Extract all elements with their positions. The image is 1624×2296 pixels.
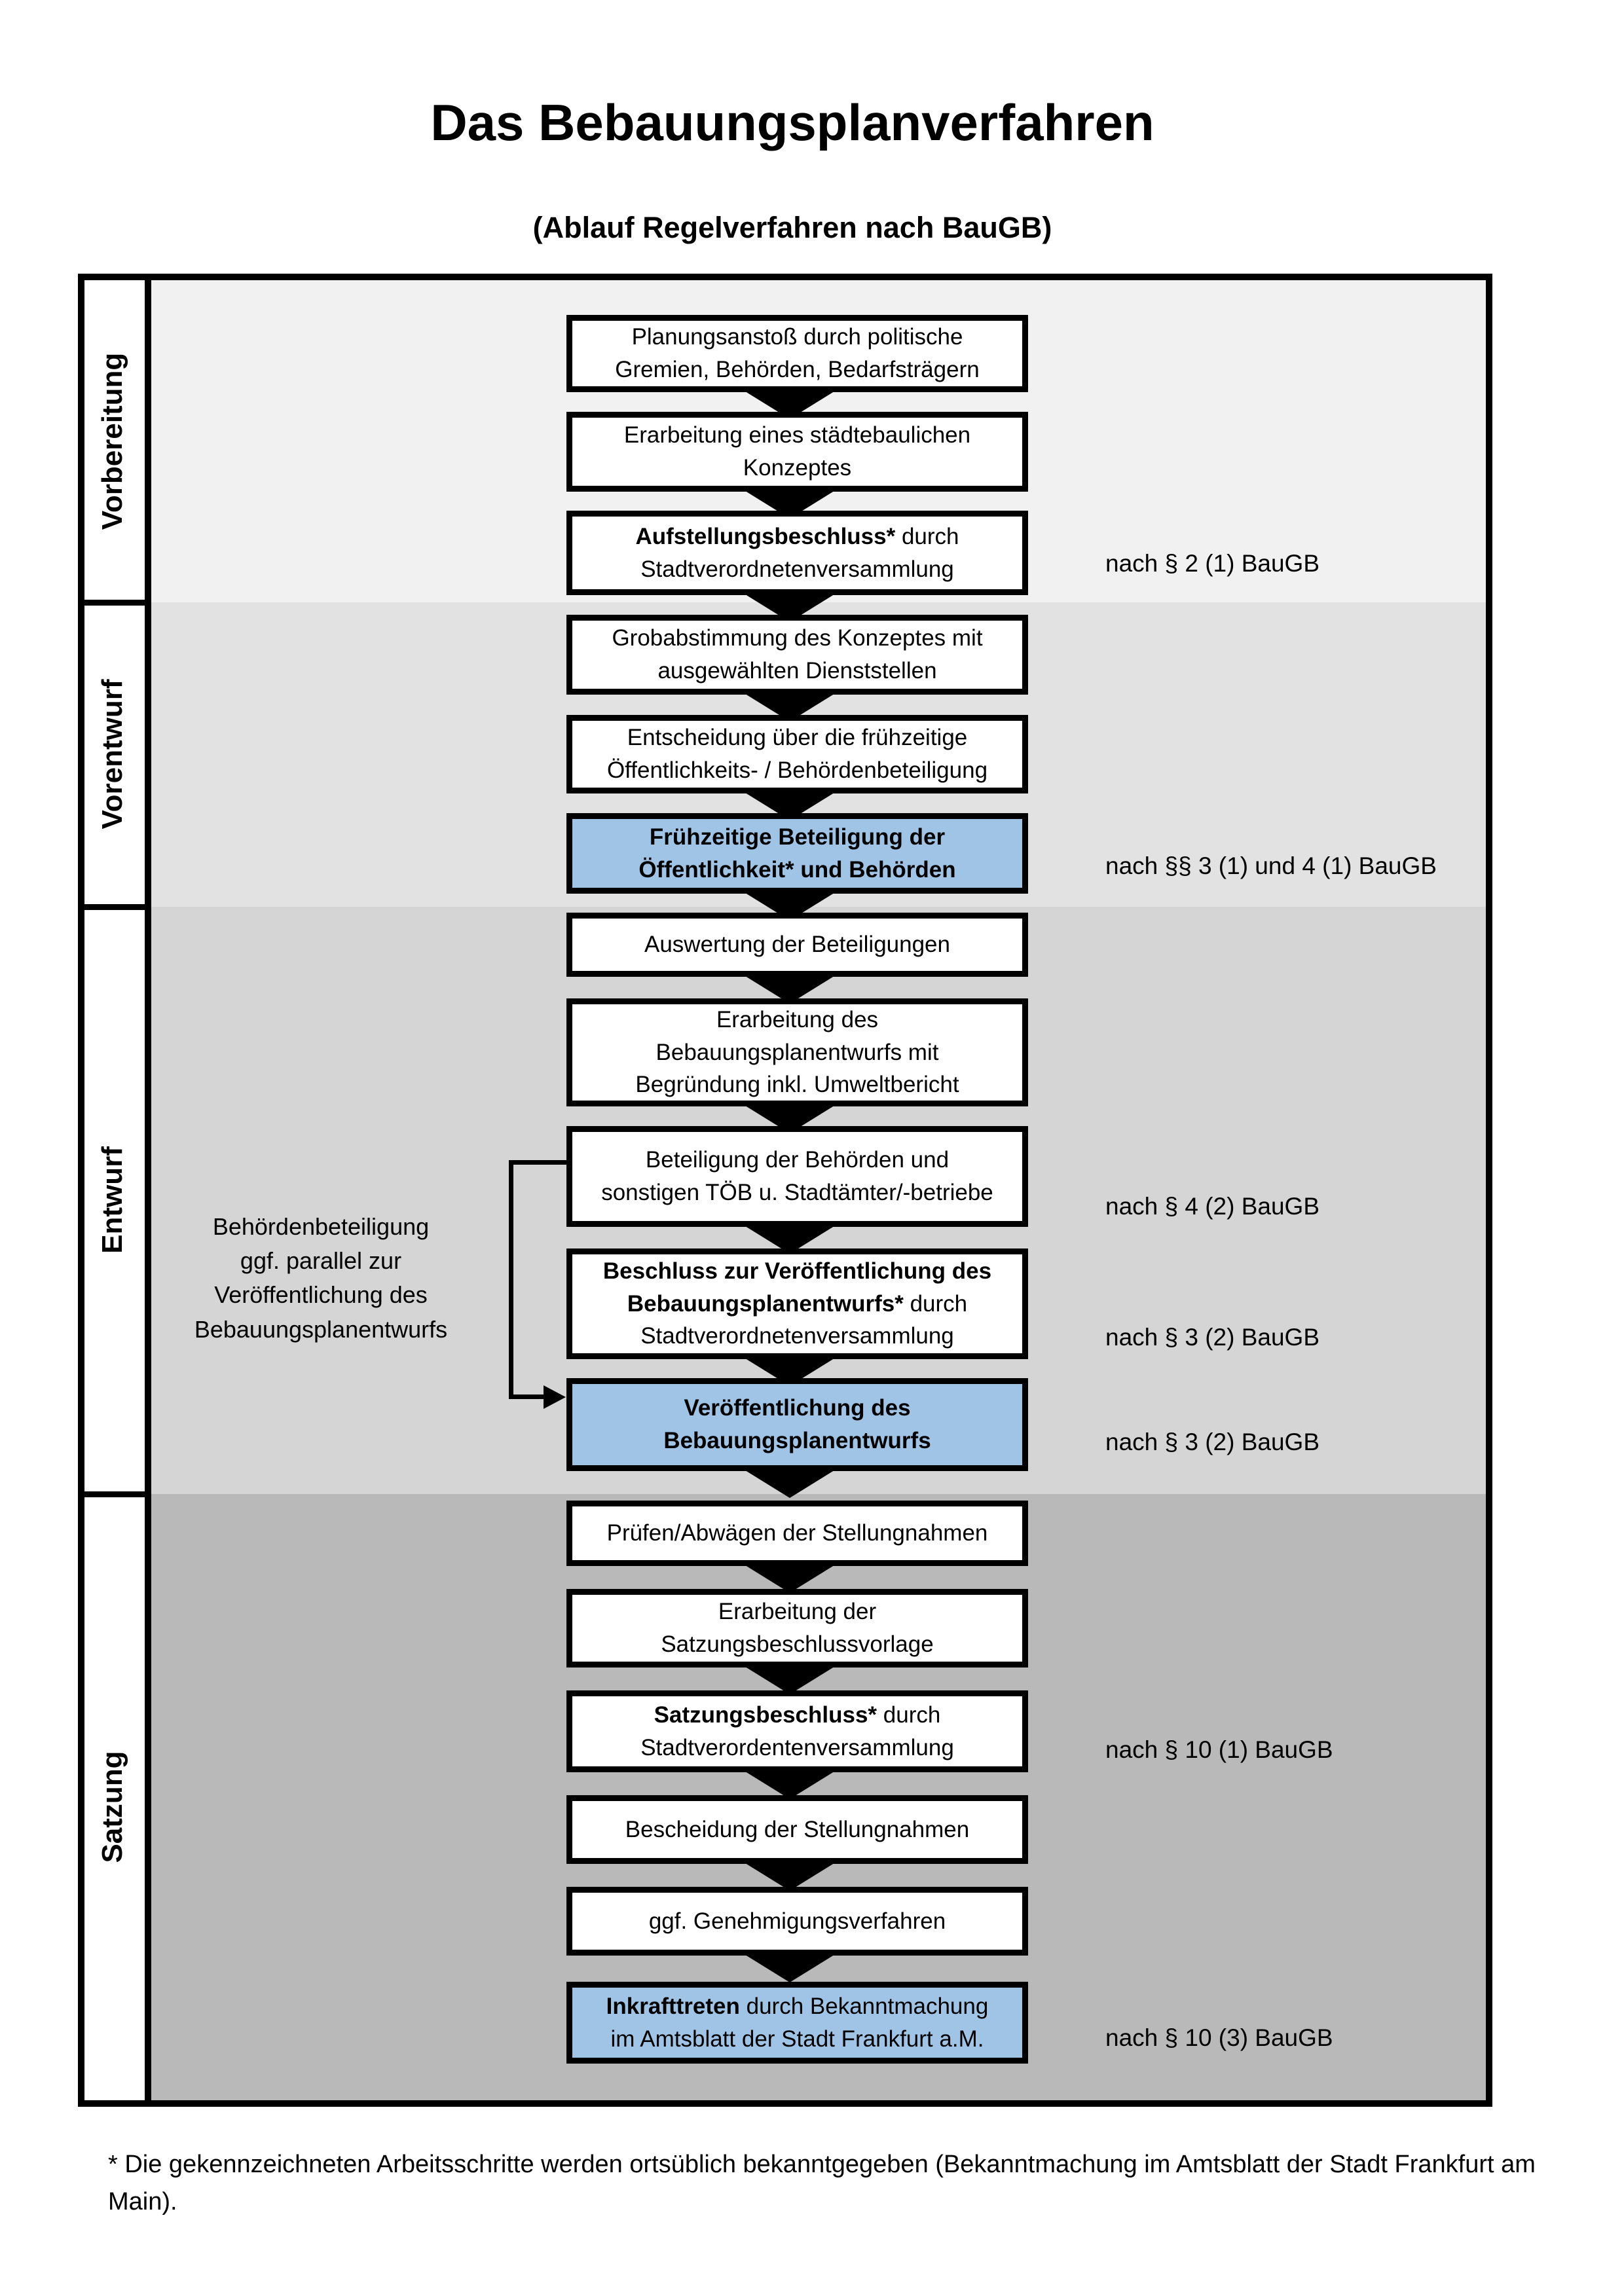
- side-annotation: Behördenbeteiligung ggf. parallel zur Ve…: [194, 1213, 448, 1343]
- law-note: nach § 10 (3) BauGB: [1105, 2024, 1333, 2051]
- flow-box-auswertung: Auswertung der Beteiligungen: [566, 913, 1028, 977]
- flow-box-genehmigungsverfahren: ggf. Genehmigungsverfahren: [566, 1887, 1028, 1956]
- flow-box-konzept: Erarbeitung eines städtebaulichen Konzep…: [566, 412, 1028, 492]
- flow-box-entscheidung-beteiligung: Entscheidung über die frühzeitige Öffent…: [566, 715, 1028, 793]
- flow-box-aufstellungsbeschluss: Aufstellungsbeschluss* durch Stadtverord…: [566, 511, 1028, 595]
- flow-box-inkrafttreten: Inkrafttreten durch Bekanntmachung im Am…: [566, 1982, 1028, 2064]
- elbow-connector-vertical: [509, 1160, 513, 1397]
- page-title: Das Bebauungsplanverfahren: [430, 94, 1154, 151]
- phase-label-vorentwurf: Vorentwurf: [96, 679, 128, 829]
- flow-box-pruefen-abwaegen: Prüfen/Abwägen der Stellungnahmen: [566, 1501, 1028, 1566]
- phase-divider-2: [78, 904, 150, 910]
- law-note: nach § 3 (2) BauGB: [1105, 1429, 1320, 1455]
- phase-label-satzung: Satzung: [96, 1751, 128, 1863]
- flow-box-planungsanstoss: Planungsanstoß durch politische Gremien,…: [566, 315, 1028, 392]
- down-arrow-icon: [740, 1952, 840, 1982]
- phase-divider-3: [78, 1491, 150, 1497]
- flow-box-behoerdenbeteiligung: Beteiligung der Behörden und sonstigen T…: [566, 1126, 1028, 1227]
- law-note: nach § 4 (2) BauGB: [1105, 1193, 1320, 1220]
- law-note: nach §§ 3 (1) und 4 (1) BauGB: [1105, 852, 1437, 879]
- flow-box-veroeffentlichung: Veröffentlichung des Bebauungsplanentwur…: [566, 1378, 1028, 1471]
- flow-box-fruehzeitige-beteiligung: Frühzeitige Beteiligung der Öffentlichke…: [566, 813, 1028, 894]
- law-note: nach § 3 (2) BauGB: [1105, 1324, 1320, 1351]
- flow-box-beschluss-veroeffentlichung: Beschluss zur Veröffentlichung des Bebau…: [566, 1248, 1028, 1359]
- down-arrow-icon: [740, 1467, 840, 1498]
- elbow-connector-top: [509, 1160, 566, 1165]
- flow-box-grobabstimmung: Grobabstimmung des Konzeptes mit ausgewä…: [566, 615, 1028, 695]
- elbow-connector-arrowhead-icon: [544, 1385, 566, 1409]
- phase-label-vorbereitung: Vorbereitung: [96, 352, 128, 530]
- law-note: nach § 10 (1) BauGB: [1105, 1736, 1333, 1763]
- flow-box-bescheidung: Bescheidung der Stellungnahmen: [566, 1795, 1028, 1864]
- flow-box-satzungsbeschluss: Satzungsbeschluss* durch Stadtverordente…: [566, 1690, 1028, 1772]
- flow-box-satzungsbeschlussvorlage: Erarbeitung der Satzungsbeschlussvorlage: [566, 1589, 1028, 1667]
- page-subtitle: (Ablauf Regelverfahren nach BauGB): [532, 211, 1052, 244]
- flow-box-erarbeitung-entwurf: Erarbeitung des Bebauungsplanentwurfs mi…: [566, 998, 1028, 1106]
- down-arrow-icon: [740, 1860, 840, 1891]
- elbow-connector-bottom: [509, 1394, 548, 1399]
- law-note: nach § 2 (1) BauGB: [1105, 550, 1320, 577]
- phase-label-column: [78, 274, 151, 2107]
- down-arrow-icon: [740, 1664, 840, 1694]
- footnote: * Die gekennzeichneten Arbeitsschritte w…: [108, 2151, 1536, 2215]
- phase-divider-1: [78, 600, 150, 606]
- phase-label-entwurf: Entwurf: [96, 1146, 128, 1254]
- down-arrow-icon: [740, 1768, 840, 1799]
- down-arrow-icon: [740, 1562, 840, 1593]
